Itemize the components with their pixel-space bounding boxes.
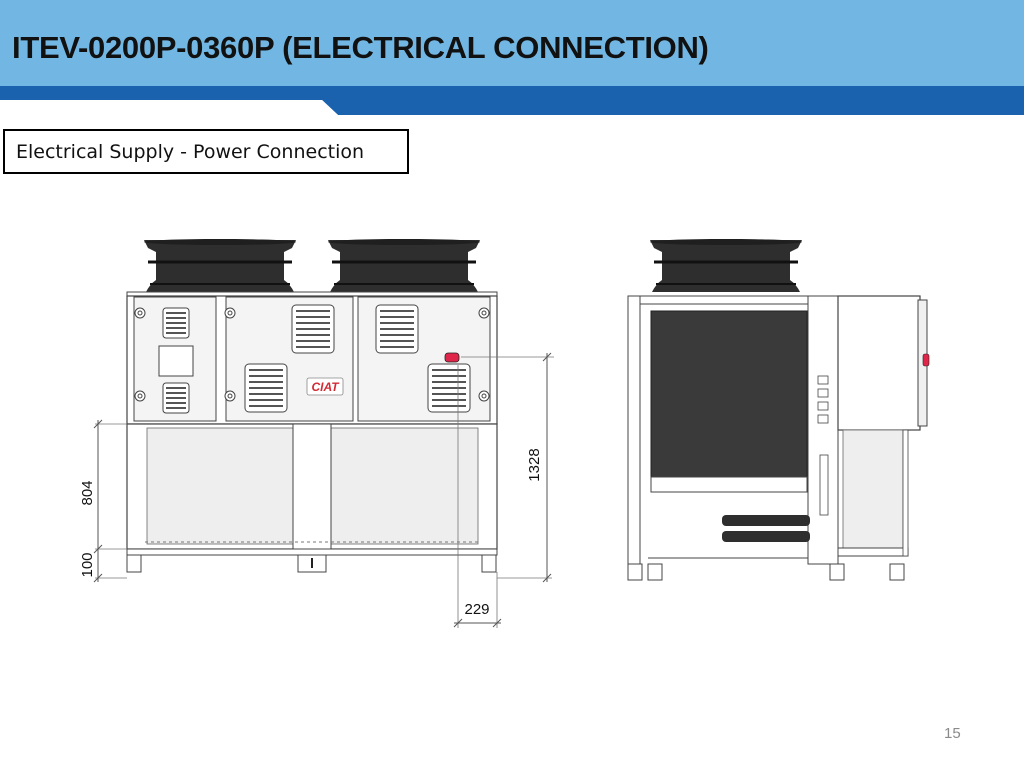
fan-icon [326,237,482,294]
power-connection-icon [444,352,554,363]
brand-logo: CIAT [306,377,344,396]
dimension-1328: 1328 [497,352,552,583]
dimension-label: 1328 [526,448,543,481]
ventilation-grille-icon [375,304,419,354]
header-dark-stripe [0,86,1024,115]
coil-panel [842,429,904,549]
side-view [627,237,930,581]
display-window [158,345,194,377]
ventilation-grille-icon [162,382,190,414]
dimension-229: 229 [453,365,502,628]
pipe [722,531,810,542]
ventilation-grille-icon [244,363,288,413]
dimension-804: 804 [79,419,127,554]
header-stripe-notch [0,100,338,115]
dimension-label: 229 [464,601,489,618]
pipe [722,515,810,526]
fan-icon [648,237,804,294]
slide-title: ITEV-0200P-0360P (ELECTRICAL CONNECTION) [12,30,709,65]
electrical-box [837,295,921,431]
subtitle-box: Electrical Supply - Power Connection [3,129,409,174]
header-light-band [0,0,1024,86]
dimension-100: 100 [79,549,127,583]
coil-panel [330,427,479,545]
fan-icon [142,237,298,294]
coil-face [650,310,808,478]
header-banner [0,0,1024,115]
ventilation-grille-icon [427,363,471,413]
coil-panel [146,427,294,545]
ventilation-grille-icon [291,304,335,354]
subtitle-label: Electrical Supply - Power Connection [16,141,365,163]
page-number: 15 [944,725,961,742]
dimension-label: 100 [79,552,96,577]
ventilation-grille-icon [162,307,190,339]
brand-logo-text: CIAT [311,380,340,394]
dimension-label: 804 [79,480,96,505]
front-view: CIAT 804 [79,237,554,628]
power-connection-icon [922,353,930,367]
